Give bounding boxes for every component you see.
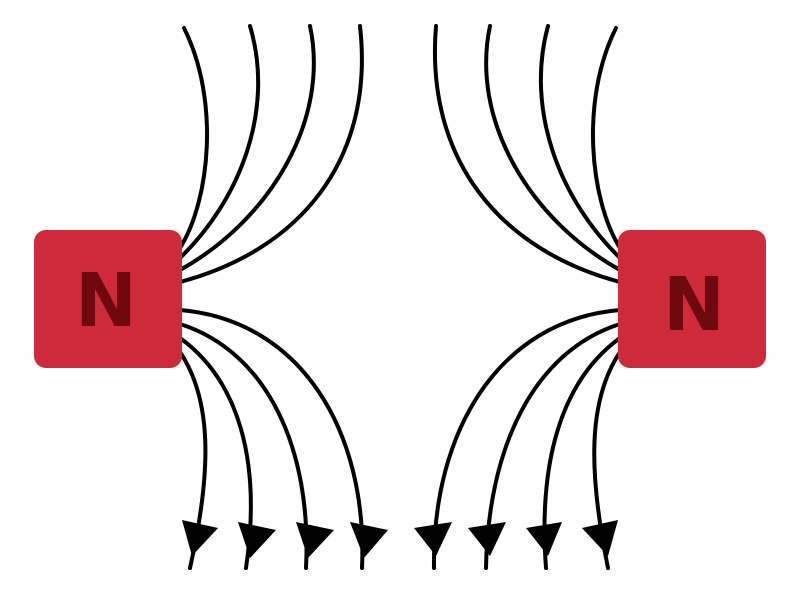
arrowhead (582, 520, 618, 556)
arrowhead (238, 522, 276, 558)
arrowheads (182, 520, 618, 558)
field-line (484, 322, 622, 570)
field-line (178, 308, 365, 570)
left-magnet-body (34, 230, 182, 368)
field-line (178, 24, 316, 272)
left-lower-field-lines (178, 308, 365, 570)
left-upper-field-lines (178, 24, 364, 284)
arrowhead (350, 522, 388, 558)
right-magnet-pole-label: N (663, 262, 725, 348)
arrowhead (182, 520, 218, 556)
arrowhead (296, 522, 334, 558)
field-line (590, 26, 622, 250)
right-upper-field-lines (432, 24, 622, 284)
left-magnet: N (34, 230, 182, 368)
field-line (178, 24, 364, 284)
field-line (484, 24, 622, 272)
arrowhead (526, 522, 562, 556)
field-line (178, 24, 261, 260)
field-line (432, 24, 622, 284)
field-line (178, 322, 309, 570)
field-line (431, 308, 622, 570)
arrowhead (414, 522, 452, 556)
arrowhead (468, 522, 506, 556)
field-line (178, 26, 210, 250)
right-magnet-body (618, 230, 766, 368)
right-magnet: N (618, 230, 766, 368)
left-magnet-pole-label: N (75, 258, 137, 344)
field-line (538, 24, 622, 260)
